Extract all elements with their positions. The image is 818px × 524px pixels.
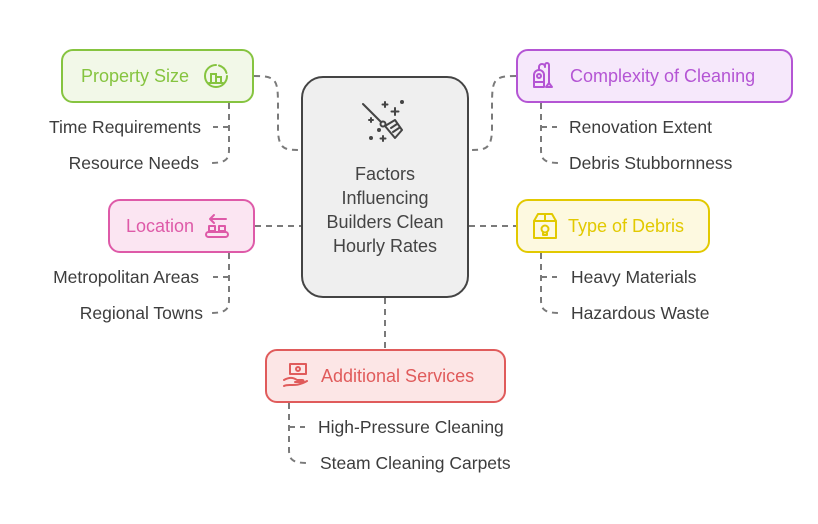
sub-item-hazardous-waste: Hazardous Waste — [571, 303, 710, 323]
central-topic-node: Factors Influencing Builders Clean Hourl… — [301, 76, 469, 298]
sub-item-resource-needs: Resource Needs — [68, 153, 199, 173]
factor-label: Type of Debris — [568, 215, 685, 236]
sub-item-renovation-extent: Renovation Extent — [569, 117, 713, 137]
sub-item-debris-stubbornness: Debris Stubbornness — [569, 153, 733, 173]
sub-item-regional-towns: Regional Towns — [79, 303, 203, 323]
connector-complexity-items — [540, 103, 561, 164]
vacuum-cleaner-icon — [530, 61, 560, 91]
factor-label: Location — [126, 215, 195, 236]
conveyor-arrow-icon — [202, 211, 232, 241]
factor-label: Additional Services — [321, 365, 475, 386]
factor-label: Property Size — [81, 65, 190, 86]
sub-item-high-pressure-cleaning: High-Pressure Cleaning — [318, 417, 504, 437]
sub-item-time-requirements: Time Requirements — [48, 117, 201, 137]
hazard-box-icon — [530, 211, 560, 241]
connector-complexity — [468, 75, 517, 151]
factor-label: Complexity of Cleaning — [570, 65, 756, 86]
pie-chart-building-icon — [201, 61, 231, 91]
sub-item-metropolitan-areas: Metropolitan Areas — [53, 267, 199, 287]
connector-location-items — [209, 253, 230, 314]
money-hand-icon — [281, 361, 311, 391]
factor-node-type-of-debris[interactable]: Type of Debris — [516, 199, 710, 253]
factor-node-location[interactable]: Location — [108, 199, 255, 253]
connector-property-size-items — [209, 103, 230, 164]
factor-node-additional-services[interactable]: Additional Services — [265, 349, 506, 403]
sub-item-steam-cleaning-carpets: Steam Cleaning Carpets — [320, 453, 511, 473]
broom-sparkles-icon — [362, 100, 404, 142]
sub-item-heavy-materials: Heavy Materials — [571, 267, 697, 287]
factor-node-property-size[interactable]: Property Size — [61, 49, 254, 103]
connector-additional-items — [288, 403, 309, 464]
connector-debris-items — [540, 253, 561, 314]
central-topic-title: Factors Influencing Builders Clean Hourl… — [326, 164, 444, 256]
factor-node-complexity-of-cleaning[interactable]: Complexity of Cleaning — [516, 49, 793, 103]
connector-property-size — [253, 75, 302, 151]
